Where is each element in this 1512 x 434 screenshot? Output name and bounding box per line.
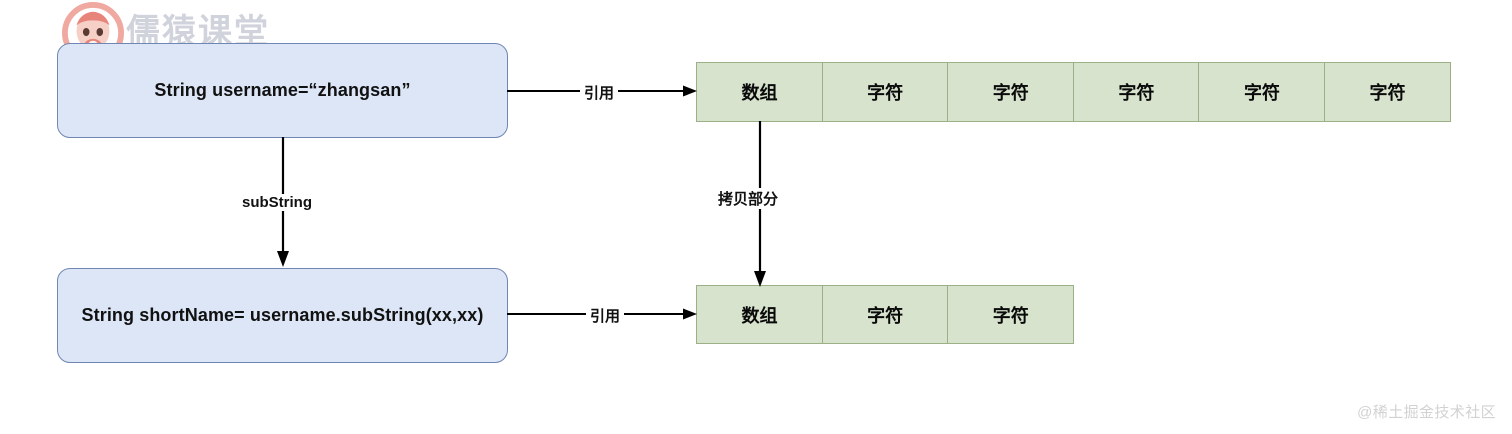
edge-reference-bottom-label: 引用 — [586, 305, 625, 326]
edge-substring-label: subString — [238, 194, 316, 211]
node-string-username-label: String username=“zhangsan” — [154, 80, 411, 100]
array-row-top: 数组 字符 字符 字符 字符 字符 — [696, 62, 1452, 122]
array-cell: 字符 — [1198, 62, 1326, 122]
array-cell: 字符 — [1324, 62, 1452, 122]
edge-reference-top-label: 引用 — [580, 82, 619, 103]
array-cell: 字符 — [821, 285, 949, 344]
array-cell: 字符 — [947, 285, 1075, 344]
array-row-bottom: 数组 字符 字符 — [696, 285, 1075, 344]
edge-copy-label: 拷贝部分 — [714, 188, 783, 209]
array-cell: 字符 — [821, 62, 949, 122]
array-cell: 字符 — [947, 62, 1075, 122]
node-string-shortname-label: String shortName= username.subString(xx,… — [81, 305, 484, 325]
array-cell: 数组 — [696, 285, 823, 344]
node-string-shortname[interactable]: String shortName= username.subString(xx,… — [57, 268, 508, 363]
array-cell: 字符 — [1072, 62, 1200, 122]
array-cell: 数组 — [696, 62, 823, 122]
credit-text: @稀土掘金技术社区 — [1357, 404, 1496, 421]
node-string-username[interactable]: String username=“zhangsan” — [57, 43, 508, 138]
